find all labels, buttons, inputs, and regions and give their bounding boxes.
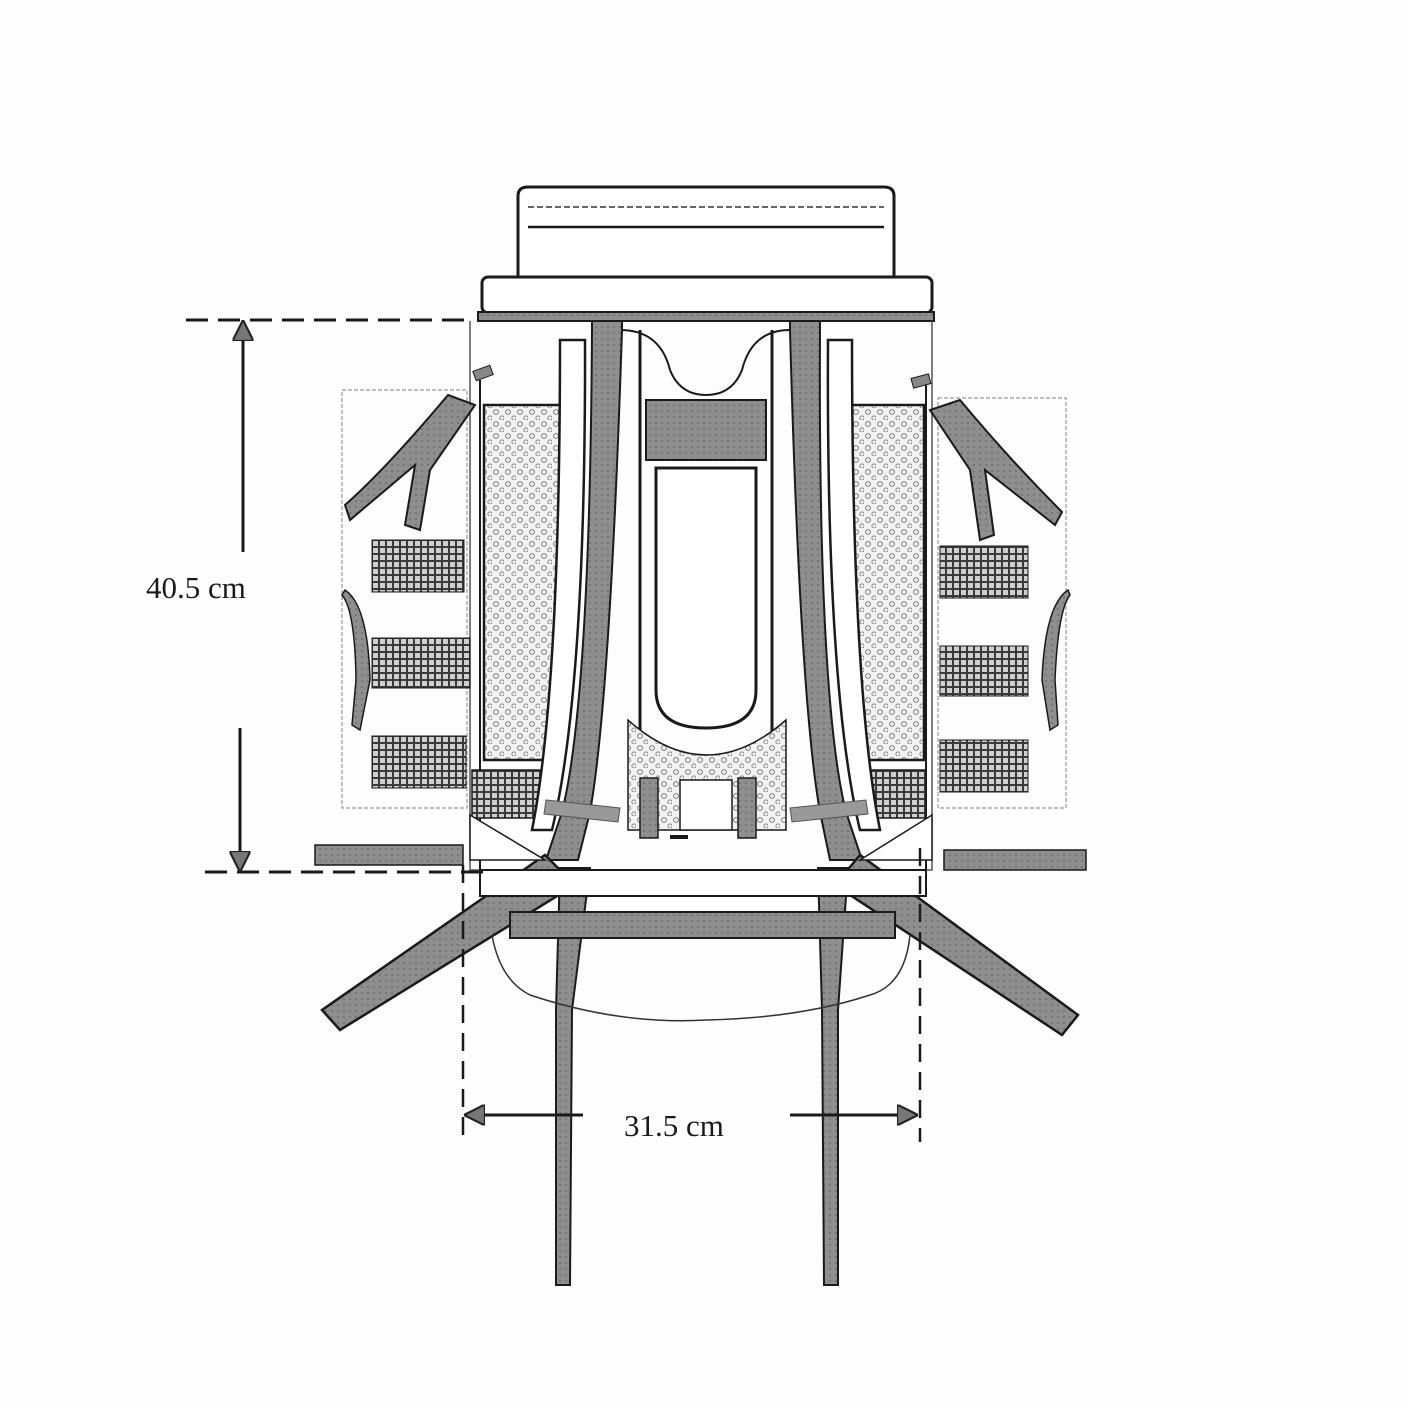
right-side-panel <box>910 373 1071 809</box>
waist-base <box>479 869 927 1022</box>
left-shoulder-strap <box>530 320 623 861</box>
right-lumbar-grid <box>865 769 927 819</box>
height-dimension-label: 40.5 cm <box>146 570 246 605</box>
height-dimension <box>186 318 490 874</box>
left-side-panel <box>341 364 494 809</box>
top-load-bar <box>477 275 935 322</box>
width-dimension <box>461 848 922 1142</box>
top-handle <box>516 185 896 280</box>
center-ventilation-channel <box>619 329 791 839</box>
left-leg-strap <box>555 867 592 1286</box>
right-side-webbing <box>943 849 1087 871</box>
left-side-webbing <box>314 844 464 866</box>
width-dimension-label: 31.5 cm <box>624 1108 724 1143</box>
left-lumbar-grid <box>471 769 543 819</box>
right-shoulder-strap <box>789 320 882 861</box>
